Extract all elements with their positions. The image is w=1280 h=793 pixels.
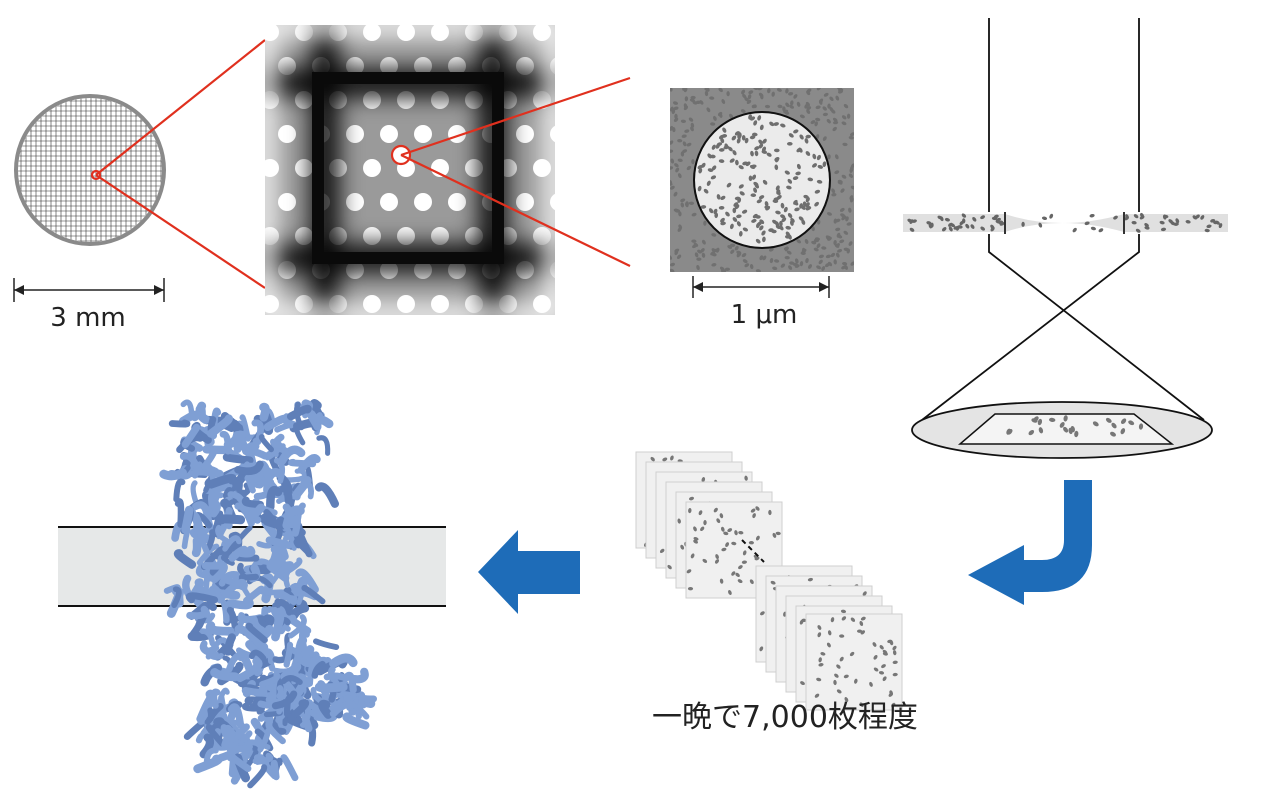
flow-arrow-icon [968,480,1092,605]
hole-scale-label: 1 μm [731,300,798,330]
grid-scale-bar [13,278,165,302]
hole-scale-bar [692,276,830,298]
micrograph-stack-icon [635,451,903,711]
flow-arrow-left-icon [478,530,580,614]
image-count-label: 一晩で7,000枚程度 [652,700,918,735]
zoom-lines-grid-to-square [90,39,266,289]
grid-scale-label: 3 mm [50,303,125,333]
em-grid-disc-icon [14,94,166,246]
ice-hole-icon [670,88,854,272]
protein-density-map-icon [159,399,377,789]
grid-square-icon [265,25,555,315]
zoom-lines-square-to-hole [390,76,631,267]
electron-beam-icon [903,18,1228,459]
